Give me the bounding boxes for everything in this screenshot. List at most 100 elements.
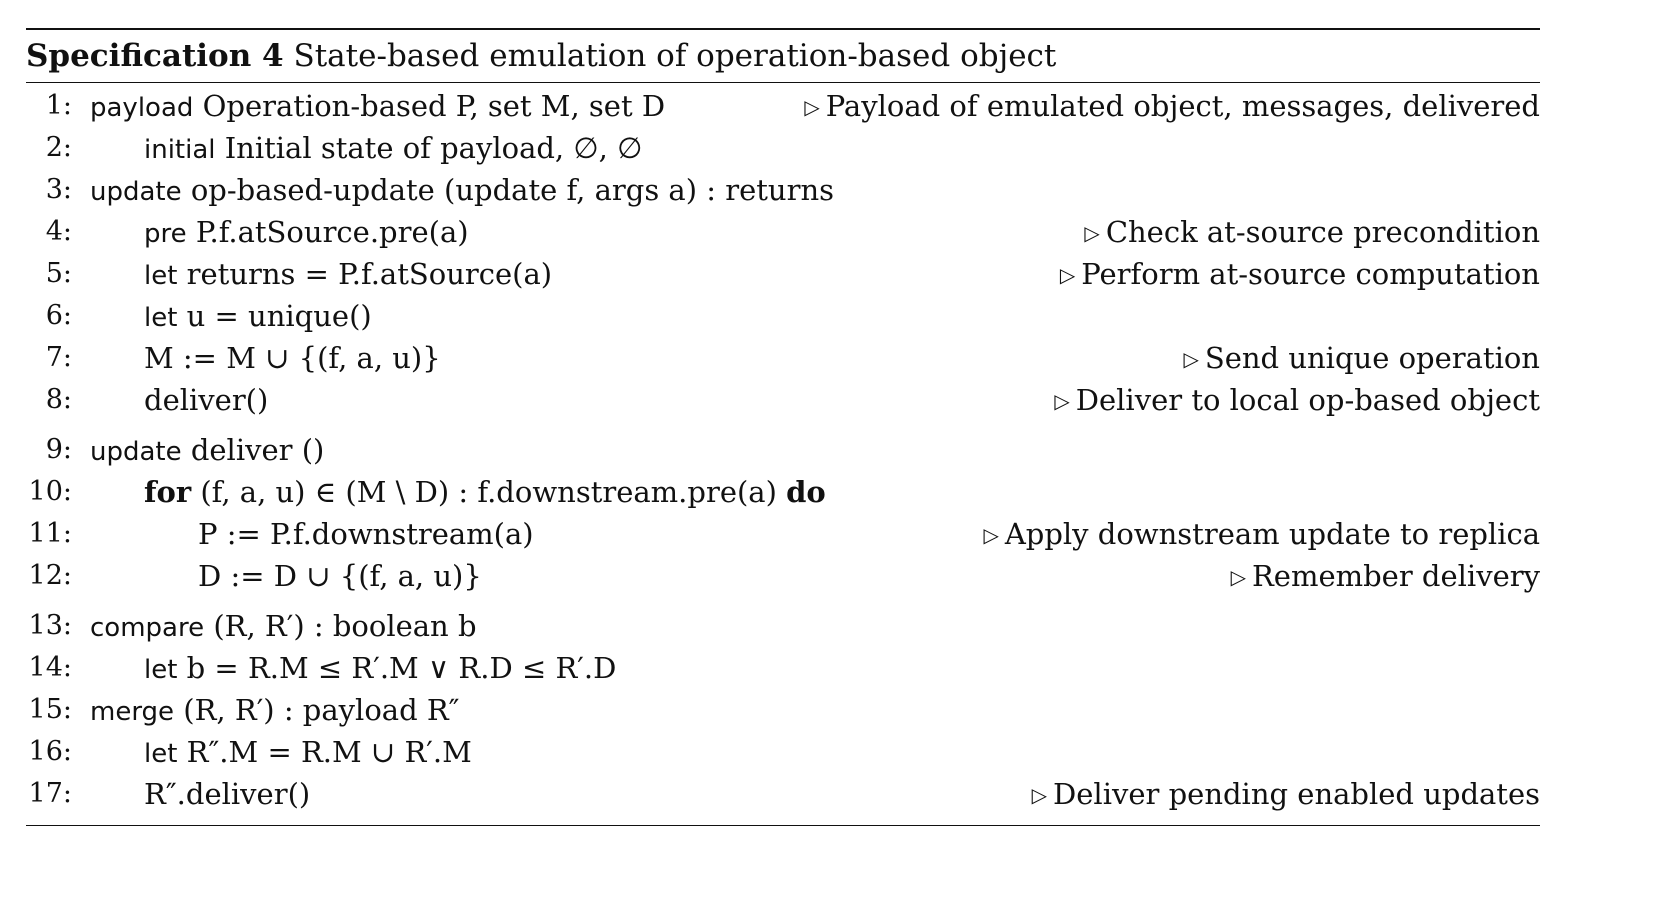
top-rule (26, 28, 1540, 30)
line-comment: ▷Deliver to local op-based object (1054, 379, 1540, 424)
line-code: initial Initial state of payload, ∅, ∅ (144, 127, 642, 171)
line-number: 2: (45, 132, 72, 163)
algorithm-line: 16: let R″.M = R.M ∪ R′.M (26, 731, 1540, 773)
line-text: deliver () (190, 433, 325, 467)
comment-triangle-icon: ▷ (1054, 389, 1070, 413)
line-number: 10: (28, 476, 72, 507)
line-text: b = R.M ≤ R′.M ∨ R.D ≤ R′.D (186, 651, 617, 685)
caption-rule (26, 82, 1540, 83)
algorithm-line: 7: M := M ∪ {(f, a, u)} ▷Send unique opera… (26, 337, 1540, 379)
comment-text: Check at-source precondition (1105, 215, 1540, 249)
line-text: Initial state of payload, ∅, ∅ (224, 131, 643, 165)
algorithm-lines: 1: payload Operation-based P, set M, set … (26, 83, 1540, 815)
line-keyword: merge (90, 697, 175, 727)
algorithm-line: 5: let returns = P.f.atSource(a) ▷Perform … (26, 253, 1540, 295)
line-number: 17: (28, 778, 72, 809)
bottom-rule (26, 825, 1540, 826)
algorithm-box: Specification 4 State-based emulation of… (26, 28, 1540, 826)
algorithm-line: 14: let b = R.M ≤ R′.M ∨ R.D ≤ R′.D (26, 647, 1540, 689)
line-code: update op-based-update (update f, args a… (90, 169, 834, 213)
line-number: 5: (45, 258, 72, 289)
algorithm-line: 2: initial Initial state of payload, ∅, ∅ (26, 127, 1540, 169)
line-number: 7: (45, 342, 72, 373)
algorithm-line: 15: merge (R, R′) : payload R″ (26, 689, 1540, 731)
comment-text: Perform at-source computation (1081, 257, 1540, 291)
comment-text: Deliver to local op-based object (1075, 383, 1540, 417)
algorithm-line: 6: let u = unique() (26, 295, 1540, 337)
line-number: 11: (28, 518, 72, 549)
comment-triangle-icon: ▷ (983, 523, 999, 547)
line-code: D := D ∪ {(f, a, u)} (198, 555, 482, 597)
line-text: (R, R′) : payload R″ (183, 693, 460, 727)
line-number: 16: (28, 736, 72, 767)
comment-triangle-icon: ▷ (804, 95, 820, 119)
line-number: 12: (28, 560, 72, 591)
line-code: for (f, a, u) ∈ (M \ D) : f.downstream.p… (144, 471, 826, 513)
caption-label: Specification 4 (26, 38, 284, 74)
line-text: R″.M = R.M ∪ R′.M (186, 735, 472, 769)
line-comment: ▷Payload of emulated object, messages, d… (804, 85, 1540, 130)
algorithm-line: 1: payload Operation-based P, set M, set … (26, 85, 1540, 127)
line-text: op-based-update (update f, args a) : ret… (190, 173, 835, 207)
algorithm-line: 9:update deliver () (26, 429, 1540, 471)
line-number: 1: (45, 90, 72, 121)
comment-text: Send unique operation (1204, 341, 1540, 375)
line-keyword-bold: for (144, 475, 192, 509)
line-keyword: pre (144, 219, 187, 249)
line-text: M := M ∪ {(f, a, u)} (144, 341, 441, 375)
line-number: 13: (28, 610, 72, 641)
line-text: R″.deliver() (144, 777, 311, 811)
line-code: R″.deliver() (144, 773, 310, 815)
line-keyword: let (144, 261, 178, 291)
line-text: P.f.atSource.pre(a) (195, 215, 469, 249)
algorithm-caption: Specification 4 State-based emulation of… (26, 30, 1540, 82)
line-text: P := P.f.downstream(a) (198, 517, 534, 551)
line-keyword: compare (90, 613, 205, 643)
line-keyword: initial (144, 135, 216, 165)
algorithm-line: 3: update op-based-update (update f, args… (26, 169, 1540, 211)
line-keyword: payload (90, 93, 194, 123)
line-number: 6: (45, 300, 72, 331)
line-code: deliver() (144, 379, 268, 421)
comment-text: Deliver pending enabled updates (1053, 777, 1540, 811)
line-keyword: update (90, 177, 182, 207)
line-text: D := D ∪ {(f, a, u)} (198, 559, 482, 593)
line-code: merge (R, R′) : payload R″ (90, 689, 460, 733)
comment-triangle-icon: ▷ (1031, 783, 1047, 807)
line-comment: ▷Check at-source precondition (1084, 211, 1540, 256)
line-text: Operation-based P, set M, set D (202, 89, 666, 123)
line-keyword: let (144, 303, 178, 333)
line-number: 3: (45, 174, 72, 205)
algorithm-line: 11: P := P.f.downstream(a) ▷Apply downstre… (26, 513, 1540, 555)
line-text: returns = P.f.atSource(a) (186, 257, 553, 291)
line-code: pre P.f.atSource.pre(a) (144, 211, 469, 255)
algorithm-line: 12: D := D ∪ {(f, a, u)} ▷Remember deliver… (26, 555, 1540, 597)
line-code: P := P.f.downstream(a) (198, 513, 534, 555)
line-code: payload Operation-based P, set M, set D (90, 85, 665, 129)
comment-text: Payload of emulated object, messages, de… (825, 89, 1540, 123)
line-keyword: let (144, 739, 178, 769)
line-code: compare (R, R′) : boolean b (90, 605, 477, 649)
line-comment: ▷Deliver pending enabled updates (1032, 773, 1540, 818)
line-text: (f, a, u) ∈ (M \ D) : f.downstream.pre(a… (200, 475, 777, 509)
comment-triangle-icon: ▷ (1230, 565, 1246, 589)
line-code: let returns = P.f.atSource(a) (144, 253, 552, 297)
algorithm-line: 10: for (f, a, u) ∈ (M \ D) : f.downstrea… (26, 471, 1540, 513)
line-text: u = unique() (186, 299, 372, 333)
line-comment: ▷Perform at-source computation (1060, 253, 1540, 298)
line-keyword: let (144, 655, 178, 685)
line-comment: ▷Apply downstream update to replica (983, 513, 1540, 558)
caption-title: State-based emulation of operation-based… (293, 38, 1057, 74)
line-code: let b = R.M ≤ R′.M ∨ R.D ≤ R′.D (144, 647, 616, 691)
line-number: 9: (45, 434, 72, 465)
comment-triangle-icon: ▷ (1084, 221, 1100, 245)
comment-text: Remember delivery (1251, 559, 1540, 593)
comment-triangle-icon: ▷ (1059, 263, 1076, 287)
line-number: 14: (28, 652, 72, 683)
comment-triangle-icon: ▷ (1183, 347, 1199, 371)
algorithm-line: 13: compare (R, R′) : boolean b (26, 605, 1540, 647)
algorithm-line: 4:pre P.f.atSource.pre(a)▷Check at-sourc… (26, 211, 1540, 253)
line-code: M := M ∪ {(f, a, u)} (144, 337, 441, 379)
algorithm-line: 8:deliver()▷Deliver to local op-based ob… (26, 379, 1540, 421)
line-number: 15: (28, 694, 72, 725)
